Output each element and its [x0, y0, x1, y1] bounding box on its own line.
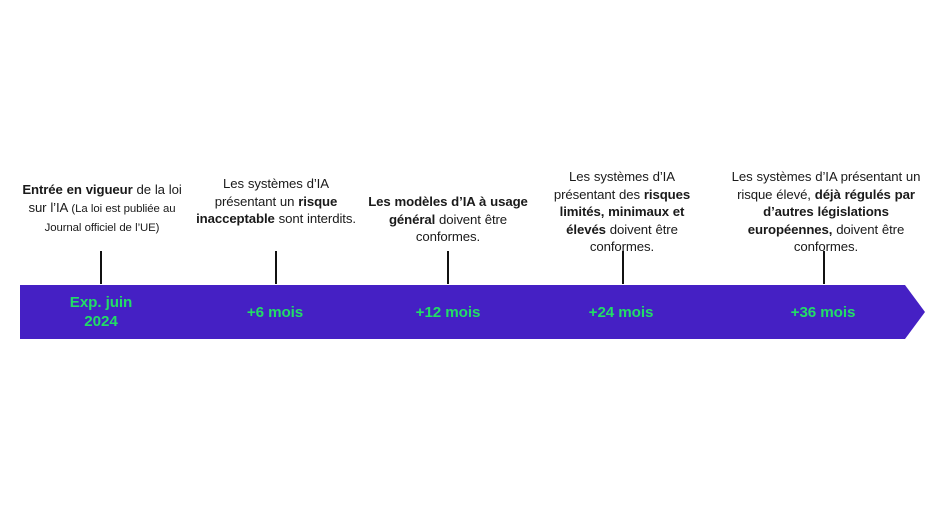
caption-text: sont interdits.: [274, 211, 356, 227]
timeline-arrow-bar: [20, 285, 925, 339]
caption-text: (La loi est publiée au Journal officiel …: [44, 202, 176, 235]
caption-emphasis: Les modèles d’IA à usage général: [368, 194, 528, 227]
milestone-label: +12 mois: [415, 303, 481, 321]
caption-text: doivent être conformes.: [793, 221, 905, 255]
milestone-tick: [99, 251, 103, 284]
milestone-caption: Les systèmes d’IA présentant un risque i…: [196, 175, 356, 228]
caption-text: Les systèmes d’IA présentant un: [214, 176, 329, 209]
caption-text: Les systèmes d’IA présentant un risque é…: [731, 169, 921, 202]
caption-emphasis: déjà régulés par d’autres législations e…: [747, 186, 915, 237]
milestone-caption: Entrée en vigueur de la loi sur l’IA (La…: [14, 181, 190, 238]
caption-emphasis: risque inacceptable: [196, 193, 338, 227]
milestone-label: Exp. juin 2024: [69, 294, 133, 330]
caption-text: doivent être conformes.: [415, 211, 508, 245]
milestone-tick: [446, 251, 450, 284]
caption-emphasis: Entrée en vigueur: [22, 182, 133, 197]
caption-text: doivent être conformes.: [589, 221, 678, 255]
milestone-caption: Les systèmes d’IA présentant un risque é…: [729, 168, 923, 256]
caption-text: Les systèmes d’IA présentant des: [553, 169, 675, 202]
milestone-tick: [621, 251, 625, 284]
milestone-caption: Les systèmes d’IA présentant des risques…: [539, 168, 705, 256]
caption-emphasis: risques limités, minimaux et élevés: [559, 186, 691, 237]
milestone-label: +24 mois: [588, 303, 654, 321]
arrow-shape-icon: [20, 285, 925, 339]
milestone-tick: [274, 251, 278, 284]
milestone-label: +36 mois: [790, 303, 856, 321]
milestone-caption: Les modèles d’IA à usage général doivent…: [366, 193, 530, 246]
milestone-label: +6 mois: [246, 303, 304, 321]
caption-text: de la loi sur l’IA: [28, 182, 182, 215]
milestone-tick: [822, 251, 826, 284]
